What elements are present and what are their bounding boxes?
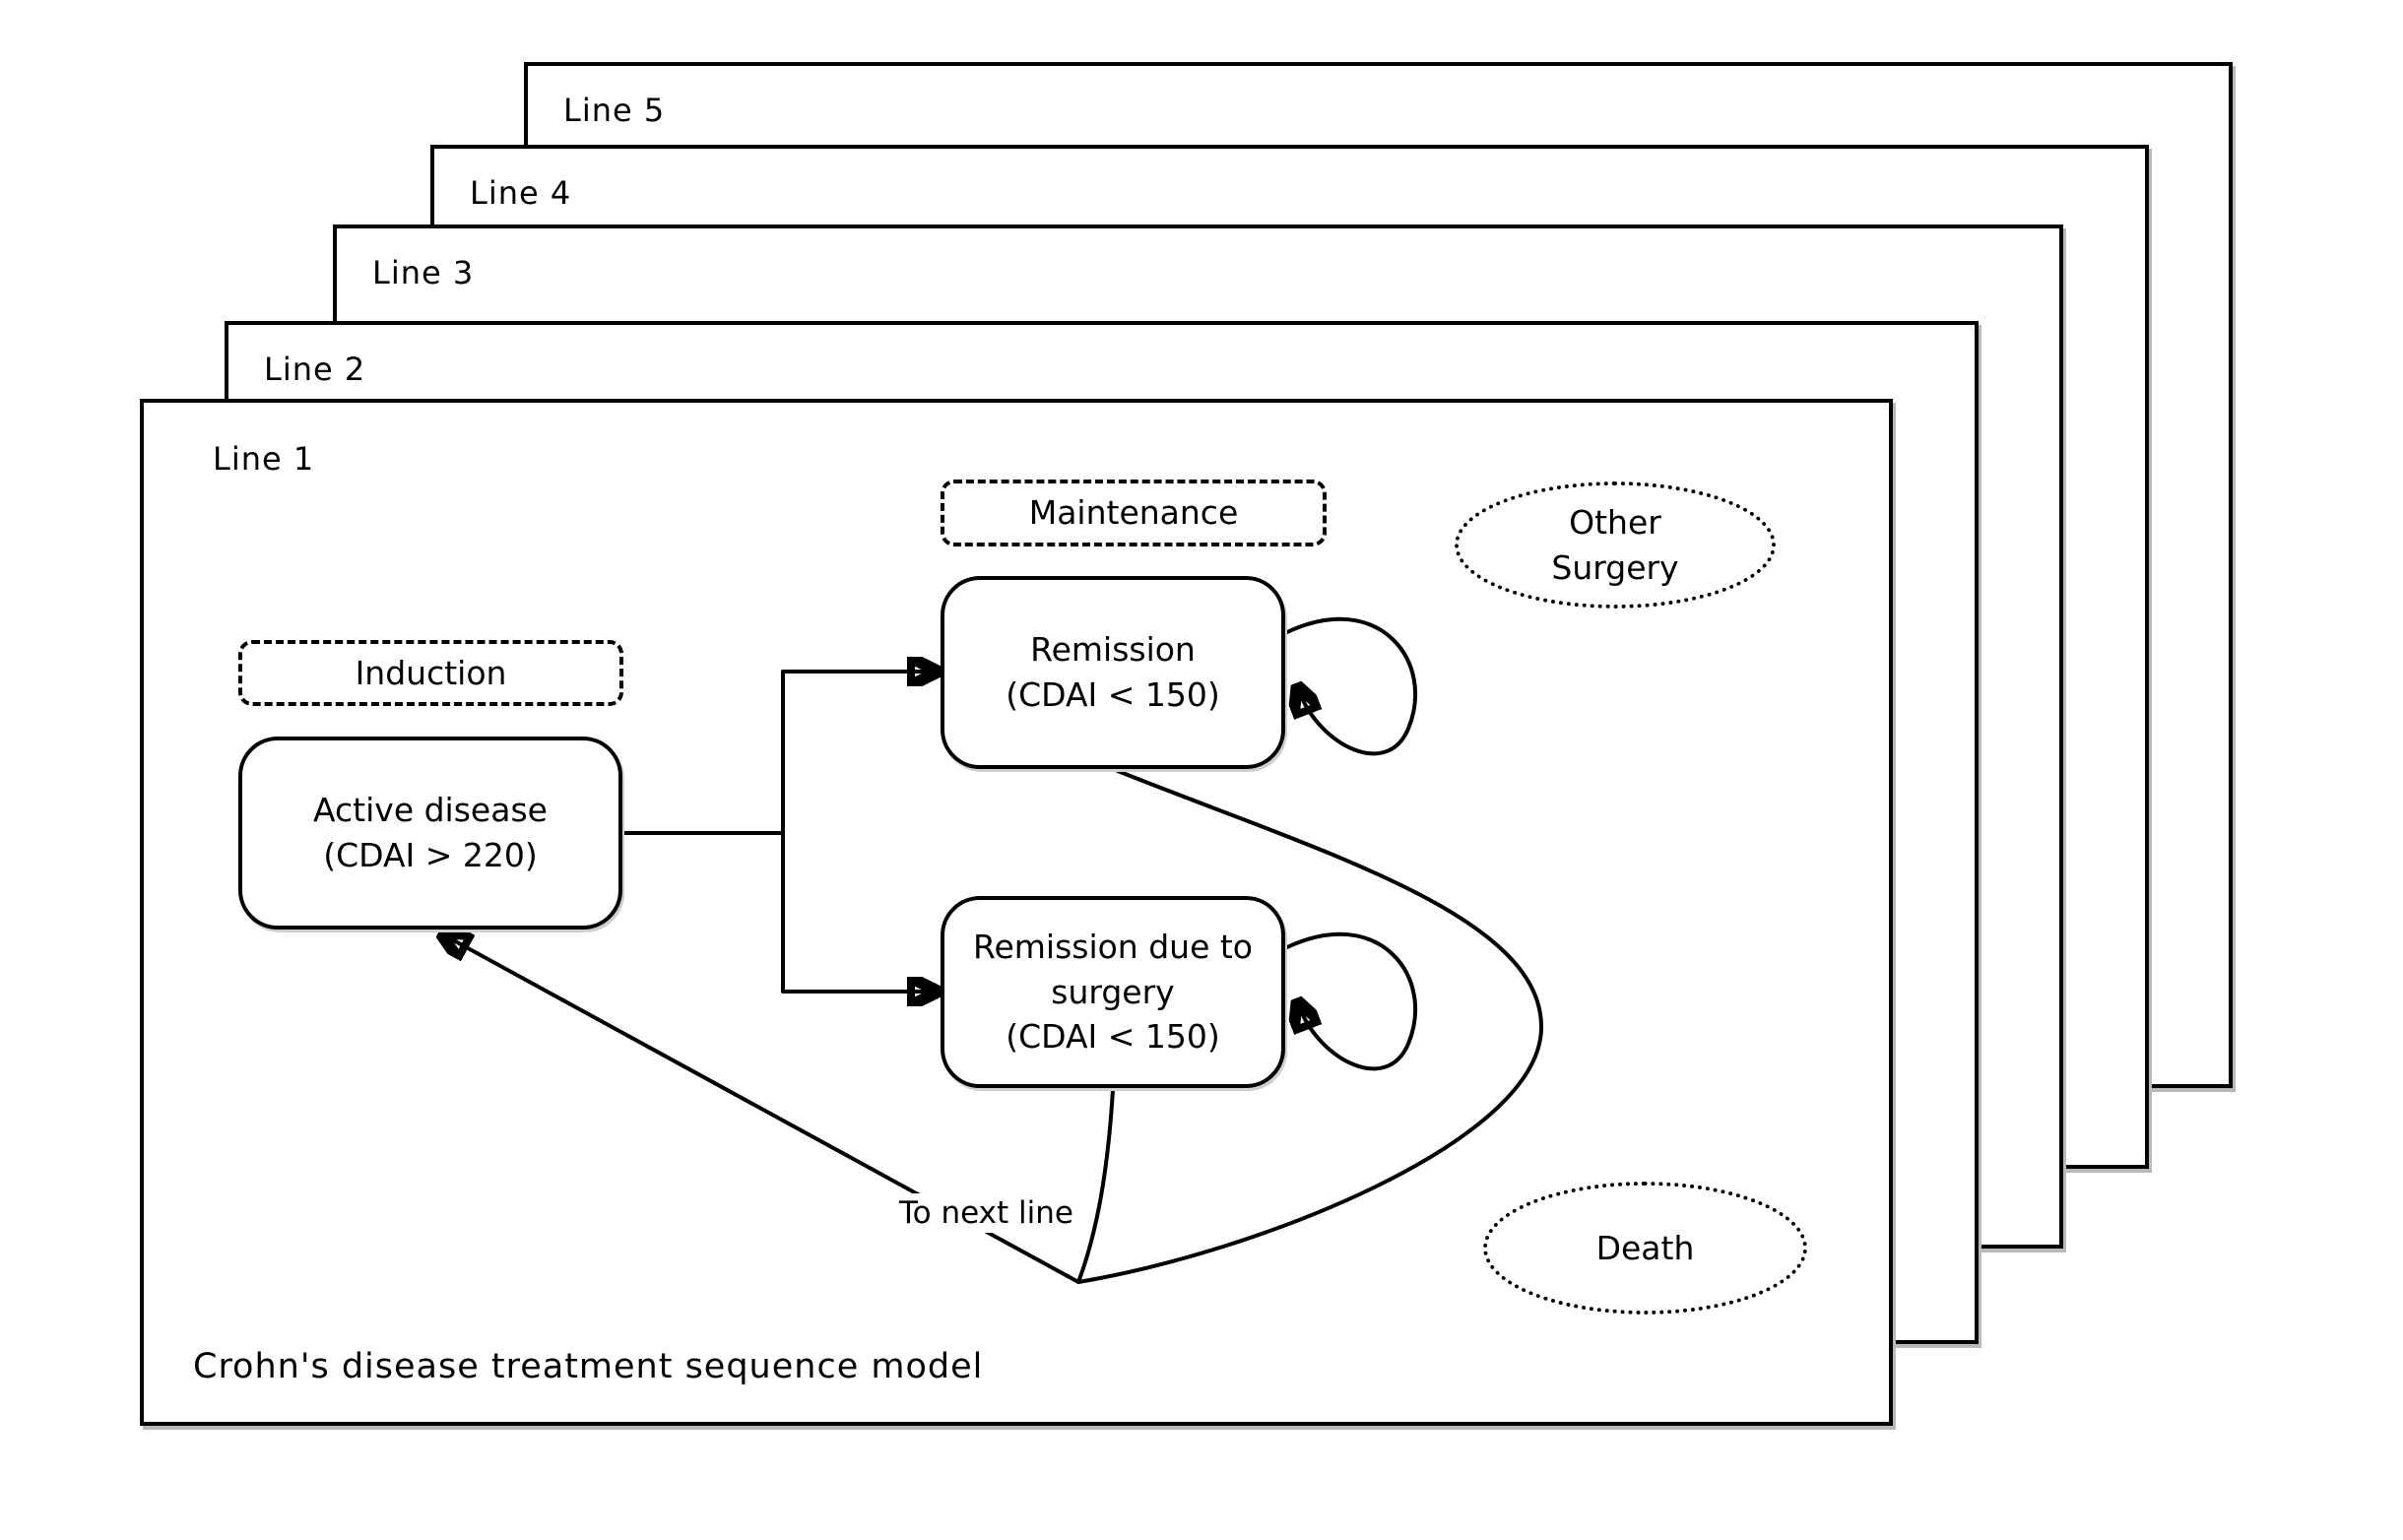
state-death-label: Death — [1595, 1228, 1695, 1267]
panel-line-2-label: Line 2 — [264, 351, 366, 388]
panel-line-1-label: Line 1 — [213, 440, 315, 478]
state-other-surgery-line2: Surgery — [1551, 547, 1679, 587]
state-remission-surgery: Remission due to surgery (CDAI < 150) — [941, 896, 1285, 1088]
state-active-disease-line1: Active disease — [313, 791, 548, 830]
phase-induction: Induction — [238, 640, 623, 706]
panel-line-3-label: Line 3 — [372, 254, 475, 291]
state-remission-surgery-line3: (CDAI < 150) — [1006, 1017, 1220, 1057]
state-remission-surgery-line1: Remission due to — [973, 928, 1253, 967]
phase-induction-label: Induction — [355, 653, 507, 692]
state-active-disease: Active disease (CDAI > 220) — [238, 737, 622, 930]
phase-maintenance: Maintenance — [941, 480, 1327, 546]
figure-caption: Crohn's disease treatment sequence model — [193, 1347, 984, 1386]
state-remission-line2: (CDAI < 150) — [1006, 675, 1220, 714]
phase-maintenance-label: Maintenance — [1028, 493, 1239, 533]
state-active-disease-line2: (CDAI > 220) — [323, 836, 538, 874]
state-remission-surgery-line2: surgery — [1051, 972, 1175, 1011]
state-death: Death — [1483, 1182, 1807, 1315]
state-other-surgery-line1: Other — [1569, 502, 1661, 542]
to-next-line-label: To next line — [891, 1193, 1081, 1233]
state-remission: Remission (CDAI < 150) — [941, 576, 1285, 769]
panel-line-5-label: Line 5 — [563, 92, 666, 129]
state-other-surgery: Other Surgery — [1455, 481, 1776, 609]
panel-line-4-label: Line 4 — [470, 174, 572, 212]
state-remission-line1: Remission — [1030, 630, 1196, 670]
